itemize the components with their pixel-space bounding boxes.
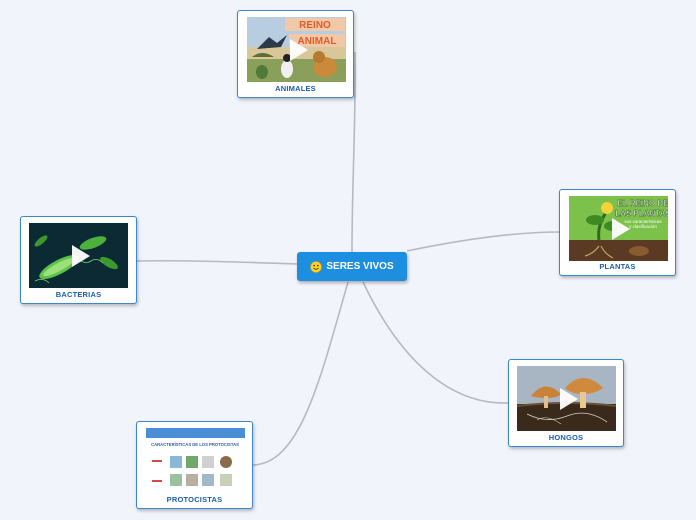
plantas-thumb-title-2: LAS PLANTAS [615, 209, 668, 218]
central-topic[interactable]: SERES VIVOS [297, 252, 407, 281]
hongos-video-thumbnail[interactable] [517, 366, 616, 431]
topic-plantas[interactable]: EL REINO DE LAS PLANTAS sus característi… [559, 189, 676, 276]
topic-label-bacterias: BACTERIAS [55, 290, 102, 299]
connector-bacterias [135, 259, 298, 265]
protocistas-image-thumbnail[interactable]: CARACTERÍSTICAS DE LOS PROTOCISTAS [146, 428, 245, 493]
connector-protocistas [251, 281, 349, 466]
animales-thumb-title-1: REINO [299, 20, 331, 31]
play-icon[interactable] [559, 387, 578, 410]
topic-label-plantas: PLANTAS [599, 262, 636, 271]
topic-protocistas[interactable]: CARACTERÍSTICAS DE LOS PROTOCISTAS PROTO… [136, 421, 253, 509]
plantas-thumb-subtitle-1: sus características [624, 219, 662, 224]
bacterias-video-thumbnail[interactable] [29, 223, 128, 288]
topic-label-protocistas: PROTOCISTAS [166, 495, 223, 504]
connector-plantas [406, 231, 560, 252]
topic-hongos[interactable]: HONGOS [508, 359, 624, 447]
topic-label-hongos: HONGOS [548, 433, 584, 442]
play-icon[interactable] [71, 244, 90, 267]
animales-video-thumbnail[interactable]: REINO ANIMAL [247, 17, 346, 82]
plantas-thumb-subtitle-2: y clasificación [629, 224, 657, 229]
topic-bacterias[interactable]: BACTERIAS [20, 216, 137, 304]
plantas-video-thumbnail[interactable]: EL REINO DE LAS PLANTAS sus característi… [569, 196, 668, 261]
protocistas-thumb-title: CARACTERÍSTICAS DE LOS PROTOCISTAS [151, 442, 239, 447]
central-topic-label: SERES VIVOS [326, 261, 394, 272]
topic-animales[interactable]: REINO ANIMAL ANIMALES [237, 10, 354, 98]
topic-label-animales: ANIMALES [275, 84, 316, 93]
connector-animales [351, 51, 356, 253]
play-icon[interactable] [289, 38, 308, 61]
smiley-icon [310, 260, 323, 273]
play-icon[interactable] [611, 217, 630, 240]
plantas-thumb-title-1: EL REINO DE [618, 199, 668, 208]
animales-thumb-title-2: ANIMAL [298, 36, 337, 47]
connector-hongos [362, 281, 509, 404]
